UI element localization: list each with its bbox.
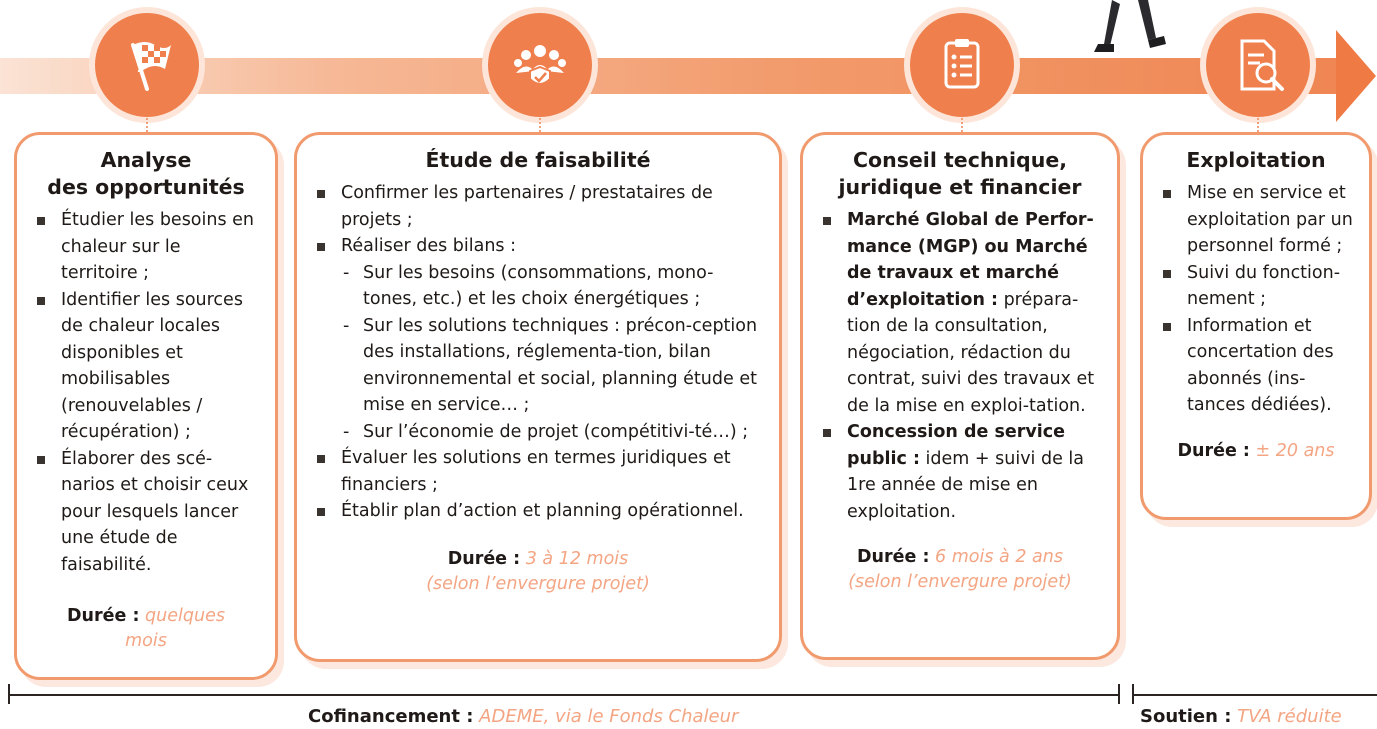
cofinancement-caption: Cofinancement : ADEME, via le Fonds Chal… xyxy=(308,705,738,729)
duration: Durée : 3 à 12 mois (selon l’envergure p… xyxy=(311,547,765,597)
cofinancement-label: Cofinancement : xyxy=(308,706,474,727)
duration-label: Durée : xyxy=(1177,440,1250,461)
task-list: Mise en service et exploitation par un p… xyxy=(1157,180,1355,419)
connector-2 xyxy=(539,118,541,132)
duration-note: (selon l’envergure projet) xyxy=(426,573,650,594)
list-item: Confirmer les partenaires / prestataires… xyxy=(311,180,765,233)
sub-list-text: Sur les solutions techniques : précon-ce… xyxy=(363,315,758,416)
duration-note: (selon l’envergure projet) xyxy=(848,572,1072,592)
dash-marker: - xyxy=(343,421,350,442)
people-group-icon xyxy=(488,13,592,117)
stage-card-conseil: Conseil technique, juridique et financie… xyxy=(800,132,1120,660)
stage-card-analyse: Analyse des opportunités Étudier les bes… xyxy=(14,132,278,680)
process-arrow-band xyxy=(0,58,1340,94)
process-arrowhead xyxy=(1336,30,1376,122)
duration-label: Durée : xyxy=(447,548,521,569)
soutien-label: Soutien : xyxy=(1140,706,1232,727)
task-list: Marché Global de Perfor-mance (MGP) ou M… xyxy=(817,207,1103,525)
sub-list-item: -Sur les besoins (consommations, mono-to… xyxy=(341,260,765,313)
duration: Durée : quelques mois xyxy=(31,604,261,654)
list-item: Suivi du fonction-nement ; xyxy=(1157,260,1355,313)
list-item: Concession de service public : idem + su… xyxy=(817,419,1103,525)
walking-person-illustration xyxy=(1094,0,1166,52)
checkered-flag-icon xyxy=(95,13,199,117)
stage-title-line: Analyse xyxy=(100,148,192,172)
list-item-bold: Marché Global de Perfor-mance (MGP) ou M… xyxy=(847,210,1094,310)
duration-value: 3 à 12 mois xyxy=(525,548,629,569)
stage-title: Analyse des opportunités xyxy=(31,147,261,201)
list-item: Établir plan d’action et planning opérat… xyxy=(311,498,765,525)
list-item-bold: Concession de service public : xyxy=(847,422,1066,469)
stage-title: Exploitation xyxy=(1157,147,1355,174)
connector-3 xyxy=(961,118,963,132)
duration-value: ± 20 ans xyxy=(1255,440,1335,461)
soutien-timeline xyxy=(1132,694,1377,696)
list-item: Mise en service et exploitation par un p… xyxy=(1157,180,1355,260)
list-item-text: idem + suivi de la 1re année de mise en … xyxy=(847,448,1084,522)
duration-value: quelques mois xyxy=(125,606,225,651)
duration-label: Durée : xyxy=(857,547,930,567)
sub-list-text: Sur l’économie de projet (compétitivi-té… xyxy=(363,421,749,442)
sub-list-item: -Sur l’économie de projet (compétitivi-t… xyxy=(341,419,765,446)
cofinancement-timeline xyxy=(8,694,1120,696)
duration: Durée : 6 mois à 2 ans (selon l’envergur… xyxy=(817,545,1103,595)
list-item: Évaluer les solutions en termes juridiqu… xyxy=(311,445,765,498)
soutien-caption: Soutien : TVA réduite xyxy=(1140,705,1342,729)
stage-card-exploitation: Exploitation Mise en service et exploita… xyxy=(1140,132,1372,520)
stage-card-faisabilite: Étude de faisabilité Confirmer les parte… xyxy=(294,132,782,662)
stage-title-line: Conseil technique, xyxy=(852,148,1068,172)
list-item: Identifier les sources de chaleur locale… xyxy=(31,287,261,446)
sub-list: -Sur les besoins (consommations, mono-to… xyxy=(341,260,765,446)
list-item: Étudier les besoins en chaleur sur le te… xyxy=(31,207,261,287)
task-list: Confirmer les partenaires / prestataires… xyxy=(311,180,765,525)
timeline-end-tick xyxy=(1118,684,1120,704)
stage-title-line: juridique et financier xyxy=(838,175,1082,199)
connector-1 xyxy=(146,118,148,132)
dash-marker: - xyxy=(343,315,350,336)
connector-4 xyxy=(1257,118,1259,132)
stage-title-line: des opportunités xyxy=(47,175,245,199)
duration-value: 6 mois à 2 ans xyxy=(935,547,1063,567)
stage-title: Étude de faisabilité xyxy=(311,147,765,174)
list-item-text: Réaliser des bilans : xyxy=(341,236,517,256)
stage-title: Conseil technique, juridique et financie… xyxy=(817,147,1103,201)
sub-list-text: Sur les besoins (consommations, mono-ton… xyxy=(363,262,714,310)
list-item: Marché Global de Perfor-mance (MGP) ou M… xyxy=(817,207,1103,419)
duration: Durée : ± 20 ans xyxy=(1157,439,1355,464)
duration-label: Durée : xyxy=(67,606,140,626)
task-list: Étudier les besoins en chaleur sur le te… xyxy=(31,207,261,578)
document-magnifier-icon xyxy=(1206,13,1310,117)
list-item-text: prépara-tion de la consultation, négocia… xyxy=(847,289,1095,416)
list-item: Élaborer des scé-narios et choisir ceux … xyxy=(31,446,261,579)
soutien-value: TVA réduite xyxy=(1237,706,1342,727)
stage-title-line: Étude de faisabilité xyxy=(425,148,651,172)
dash-marker: - xyxy=(343,262,350,283)
sub-list-item: -Sur les solutions techniques : précon-c… xyxy=(341,313,765,419)
list-item: Réaliser des bilans : -Sur les besoins (… xyxy=(311,233,765,445)
list-item: Information et concertation des abonnés … xyxy=(1157,313,1355,419)
stage-title-line: Exploitation xyxy=(1186,148,1326,172)
cofinancement-value: ADEME, via le Fonds Chaleur xyxy=(479,706,739,727)
clipboard-checklist-icon xyxy=(910,13,1014,117)
